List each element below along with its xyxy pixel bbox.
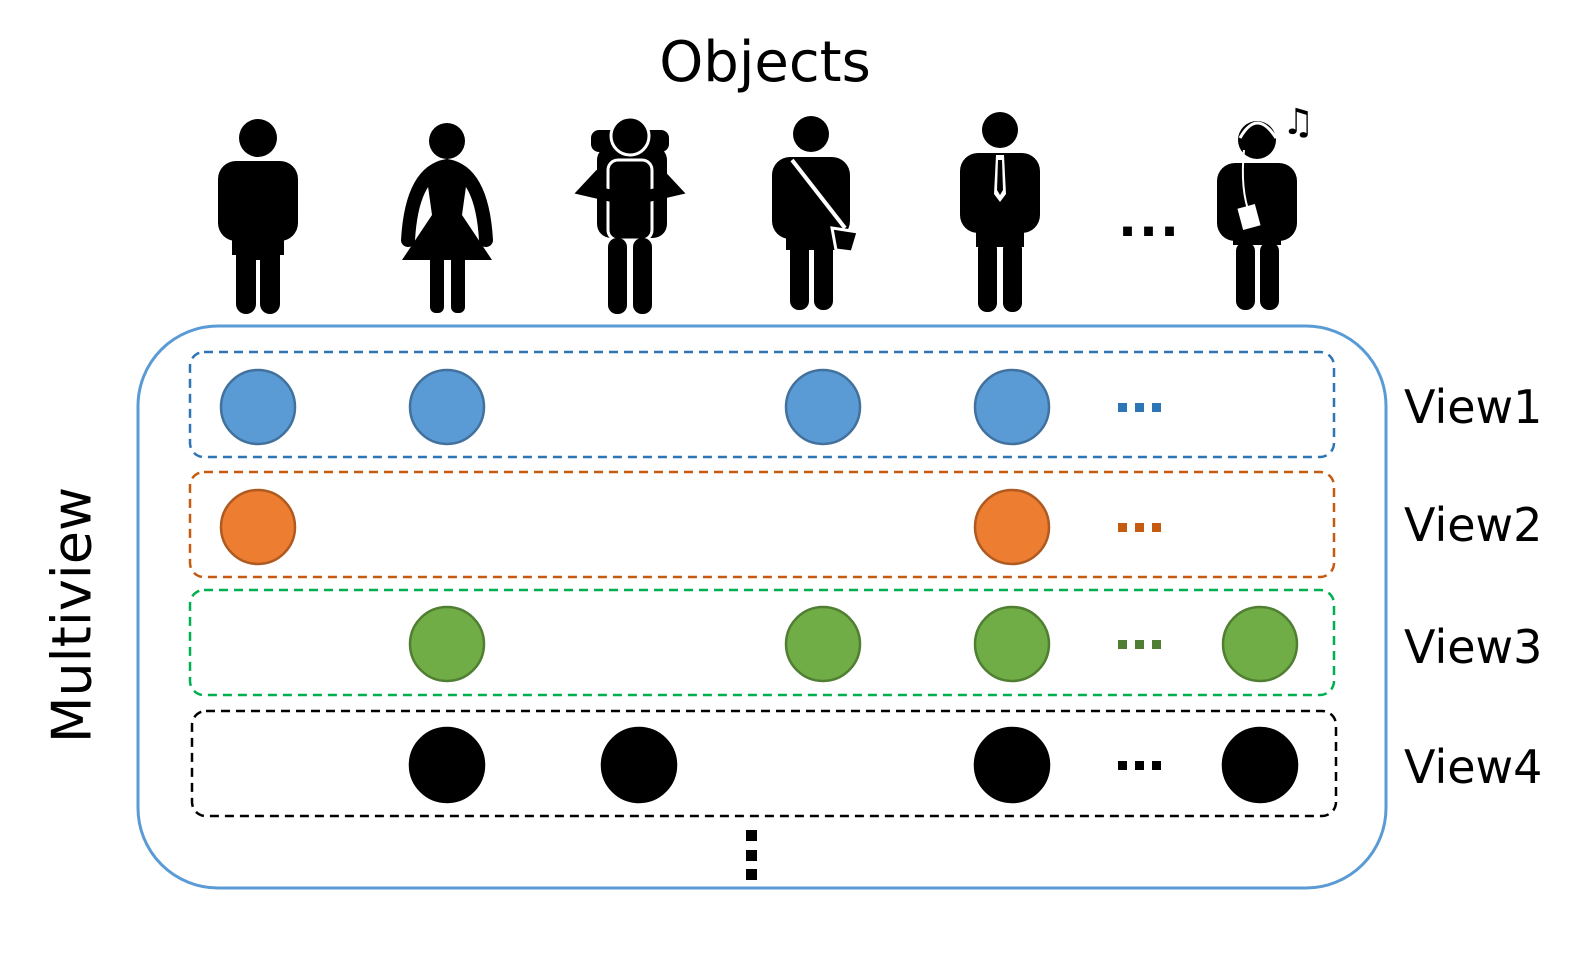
view3-ellipsis <box>1118 640 1161 649</box>
view-rows <box>188 350 1338 818</box>
view3-object-4-marker <box>784 605 862 683</box>
view1-object-4-marker <box>784 368 862 446</box>
view2-row <box>188 470 1336 579</box>
view3-object-2-marker <box>408 605 486 683</box>
view4-row <box>190 709 1338 818</box>
businessman-with-tie-icon <box>960 112 1040 312</box>
view3-object-5-marker <box>973 605 1051 683</box>
man-icon <box>218 119 298 314</box>
view4-object-5-marker <box>973 726 1051 804</box>
view1-box <box>188 350 1336 459</box>
view4-object-6-marker <box>1221 726 1299 804</box>
view2-label: View2 <box>1404 498 1543 552</box>
view2-object-5-marker <box>973 488 1051 566</box>
view3-label: View3 <box>1404 620 1543 674</box>
view1-object-5-marker <box>973 368 1051 446</box>
man-with-music-player-icon: ♫ <box>1217 102 1314 310</box>
view4-object-3-marker <box>600 726 678 804</box>
object-icons: ♫ <box>218 102 1314 314</box>
view2-object-1-marker <box>219 488 297 566</box>
multiview-container <box>136 324 1388 890</box>
view4-label: View4 <box>1404 740 1543 794</box>
more-views-ellipsis <box>746 830 757 880</box>
woman-in-dress-icon <box>401 123 493 313</box>
backpacker-icon <box>574 115 686 314</box>
diagram-title: Objects <box>659 30 871 95</box>
view2-box <box>188 470 1336 579</box>
view3-row <box>188 588 1336 697</box>
objects-ellipsis: ... <box>1118 190 1181 248</box>
view1-row <box>188 350 1336 459</box>
view1-label: View1 <box>1404 380 1543 434</box>
view2-ellipsis <box>1118 523 1161 532</box>
view1-object-1-marker <box>219 368 297 446</box>
multiview-label: Multiview <box>40 486 104 744</box>
view4-box <box>190 709 1338 818</box>
view4-object-2-marker <box>408 726 486 804</box>
view3-box <box>188 588 1336 697</box>
view1-ellipsis <box>1118 403 1161 412</box>
view4-ellipsis <box>1118 761 1161 770</box>
view3-object-6-marker <box>1221 605 1299 683</box>
music-note-icon: ♫ <box>1282 102 1314 143</box>
view1-object-2-marker <box>408 368 486 446</box>
messenger-bag-man-icon <box>772 116 860 310</box>
